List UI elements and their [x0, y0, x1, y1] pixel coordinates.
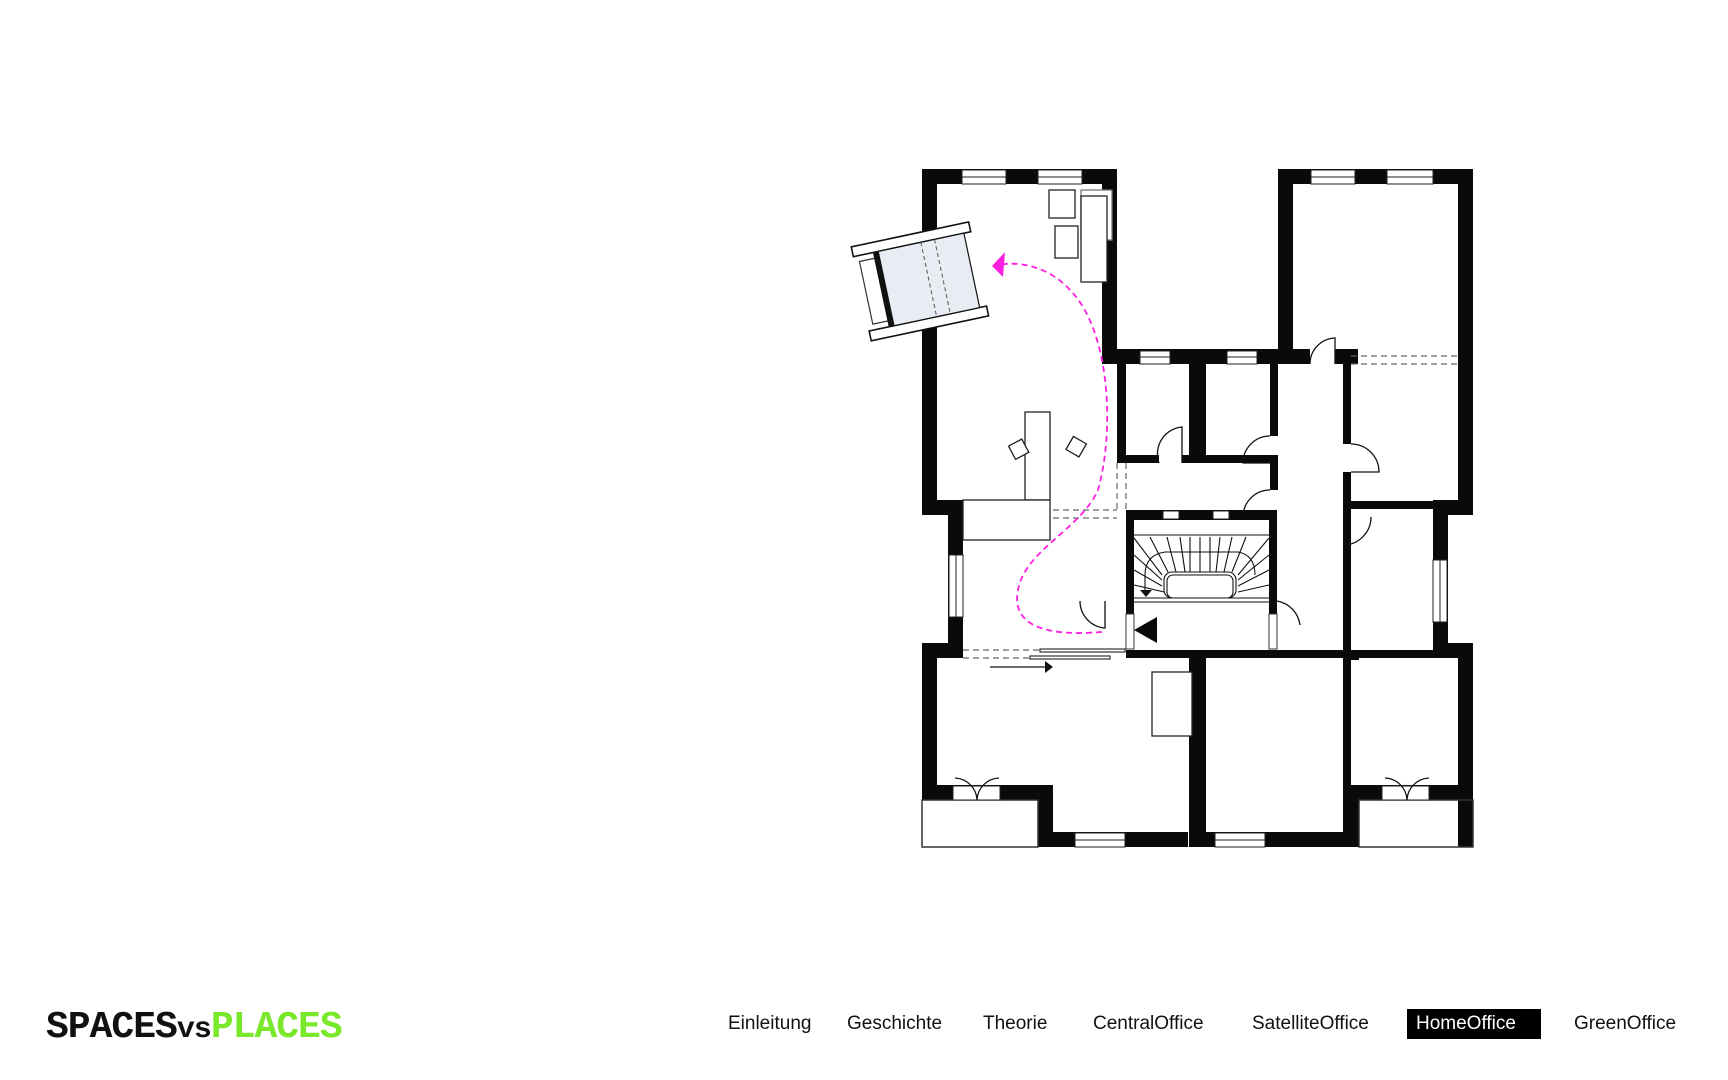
nav-centraloffice[interactable]: CentralOffice: [1093, 1013, 1204, 1034]
windows: [948, 169, 1448, 848]
nav-greenoffice[interactable]: GreenOffice: [1574, 1013, 1677, 1034]
nav-theorie[interactable]: Theorie: [983, 1013, 1048, 1034]
nav-einleitung[interactable]: Einleitung: [728, 1013, 812, 1034]
staircase: [1133, 534, 1270, 603]
logo-vs: vs: [176, 1013, 212, 1047]
doors: [954, 337, 1430, 801]
nav-homeoffice[interactable]: HomeOffice: [1407, 1009, 1541, 1039]
rotated-workspace-booth: [850, 221, 990, 342]
stair-down-arrow-icon: [1140, 590, 1152, 597]
nav-geschichte[interactable]: Geschichte: [847, 1013, 943, 1034]
movement-path: [999, 262, 1109, 634]
logo-places: PLACES: [210, 1006, 343, 1049]
furniture: [962, 189, 1193, 737]
site-logo[interactable]: SPACESvsPLACES: [46, 1006, 343, 1052]
logo-spaces: SPACES: [46, 1006, 178, 1049]
entrance-arrow-icon: [1134, 617, 1157, 643]
nav-satelliteoffice[interactable]: SatelliteOffice: [1252, 1013, 1369, 1034]
path-arrowhead-icon: [992, 252, 1005, 277]
